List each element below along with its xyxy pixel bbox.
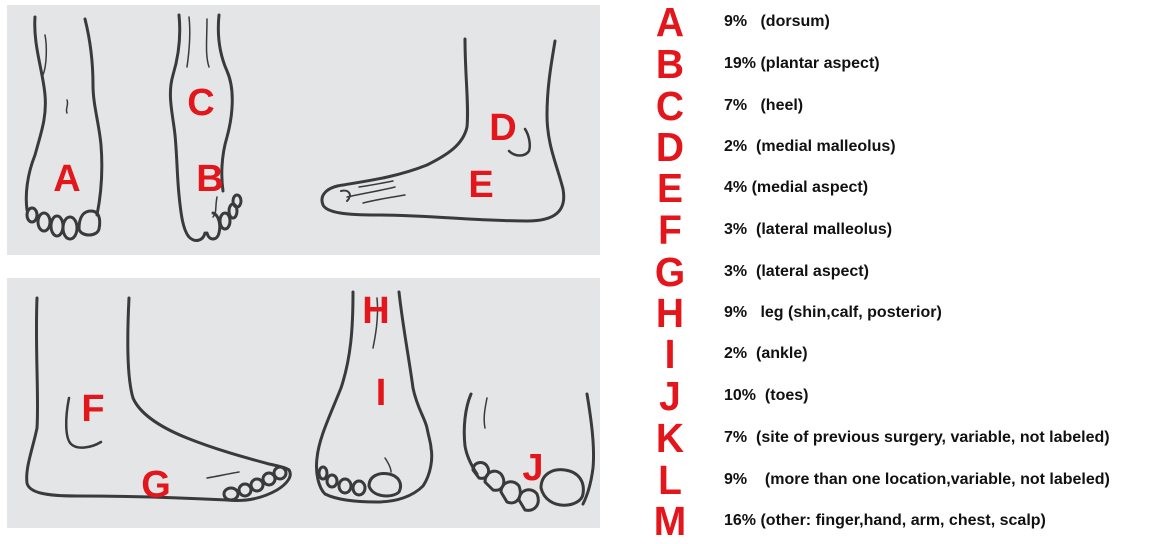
legend-text: 10% (toes)	[724, 375, 808, 417]
legend-letter: B	[642, 43, 699, 85]
legend-letter: F	[642, 209, 699, 251]
legend-text: 3% (lateral aspect)	[724, 251, 869, 293]
label-h: H	[362, 290, 389, 332]
legend-row-c: C 7% (heel)	[640, 85, 1167, 127]
label-b: B	[196, 158, 223, 200]
foot-drawings-top: A C B D E	[7, 5, 600, 255]
legend-letter: K	[642, 417, 699, 459]
legend-row-m: M 16% (other: finger,hand, arm, chest, s…	[640, 500, 1167, 542]
legend-letter: J	[642, 375, 699, 417]
legend-text: 2% (ankle)	[724, 333, 808, 375]
foot-medial-view	[322, 39, 564, 221]
legend-text: 2% (medial malleolus)	[724, 126, 896, 168]
legend-letter: E	[642, 167, 699, 209]
legend-text: 19% (plantar aspect)	[724, 43, 880, 85]
legend-row-j: J 10% (toes)	[640, 375, 1167, 417]
label-e: E	[468, 164, 493, 206]
legend-row-b: B 19% (plantar aspect)	[640, 43, 1167, 85]
legend-text: 4% (medial aspect)	[724, 167, 868, 209]
legend-text: 9% (more than one location,variable, not…	[724, 459, 1110, 501]
foot-plantar-view	[170, 15, 241, 240]
legend-text: 3% (lateral malleolus)	[724, 209, 892, 251]
legend-row-g: G 3% (lateral aspect)	[640, 251, 1167, 293]
legend-letter: D	[642, 126, 699, 168]
legend-text: 7% (heel)	[724, 85, 803, 127]
legend-letter: C	[642, 85, 699, 127]
label-g: G	[141, 464, 171, 506]
diagram-panel-top: A C B D E	[7, 5, 600, 255]
legend-letter: L	[642, 459, 699, 501]
legend-text: 7% (site of previous surgery, variable, …	[724, 417, 1110, 459]
legend-text: 16% (other: finger,hand, arm, chest, sca…	[724, 500, 1046, 542]
foot-drawings-bottom: F G H I J	[7, 278, 600, 528]
legend-letter: I	[642, 333, 699, 375]
label-a: A	[53, 158, 80, 200]
legend-text: 9% leg (shin,calf, posterior)	[724, 292, 942, 334]
legend-row-k: K 7% (site of previous surgery, variable…	[640, 417, 1167, 459]
label-c: C	[187, 82, 214, 124]
legend-row-d: D 2% (medial malleolus)	[640, 126, 1167, 168]
legend-letter: A	[642, 1, 699, 43]
legend-row-e: E 4% (medial aspect)	[640, 167, 1167, 209]
label-i: I	[376, 372, 387, 414]
legend-row-f: F 3% (lateral malleolus)	[640, 209, 1167, 251]
legend-row-l: L 9% (more than one location,variable, n…	[640, 459, 1167, 501]
label-j: J	[522, 447, 543, 489]
legend-row-h: H 9% leg (shin,calf, posterior)	[640, 292, 1167, 334]
label-d: D	[489, 107, 516, 149]
legend-row-i: I 2% (ankle)	[640, 333, 1167, 375]
foot-dorsal-view	[26, 17, 102, 239]
legend-row-a: A 9% (dorsum)	[640, 1, 1167, 43]
legend-letter: M	[642, 500, 699, 542]
legend-letter: G	[642, 251, 699, 293]
legend-text: 9% (dorsum)	[724, 1, 830, 43]
label-f: F	[81, 388, 104, 430]
legend-letter: H	[642, 292, 699, 334]
diagram-panel-bottom: F G H I J	[7, 278, 600, 528]
legend: A 9% (dorsum) B 19% (plantar aspect) C 7…	[640, 0, 1167, 533]
